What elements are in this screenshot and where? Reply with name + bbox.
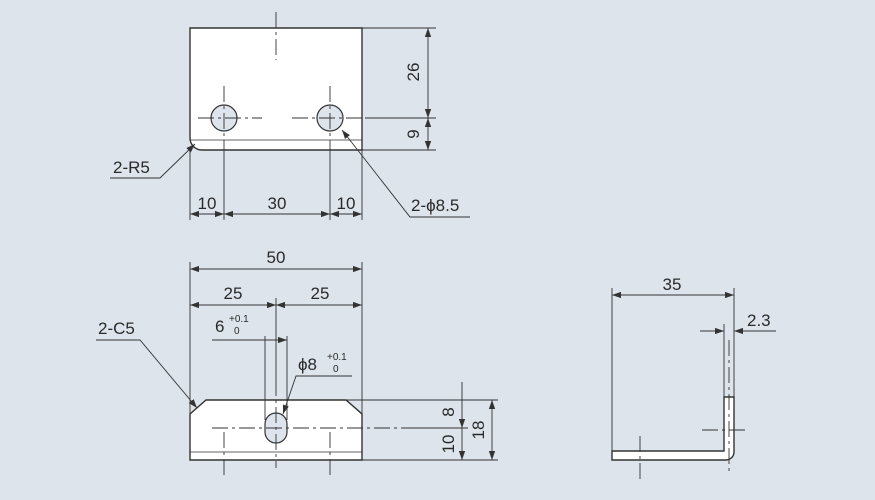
dim-text-25-right: 25 xyxy=(311,284,330,303)
note-r5: 2-R5 xyxy=(113,158,150,177)
front-view: 50 25 25 6 +0.1 0 ϕ8 +0.1 0 2-C5 8 10 18 xyxy=(96,248,498,478)
leader-hole xyxy=(341,129,470,218)
dim-text-18: 18 xyxy=(469,421,488,440)
dim-text-30: 30 xyxy=(268,194,287,213)
leader-r5 xyxy=(110,143,196,179)
dim-text-phi8: ϕ8 xyxy=(298,355,317,374)
leader-c5 xyxy=(96,339,198,409)
tol-slot-upper: +0.1 xyxy=(229,314,249,325)
dim-text-thick: 2.3 xyxy=(747,311,771,330)
note-hole: 2-ϕ8.5 xyxy=(411,196,459,215)
top-view: 26 9 10 30 10 2-R5 2-ϕ8.5 xyxy=(110,12,470,220)
dim-text-50: 50 xyxy=(267,248,286,267)
dim-text-35: 35 xyxy=(663,275,682,294)
dim-text-25-left: 25 xyxy=(224,284,243,303)
side-view: 35 2.3 xyxy=(611,275,776,480)
dim-text-10-left: 10 xyxy=(198,194,217,213)
tol-phi8-upper: +0.1 xyxy=(327,352,347,363)
leader-phi8 xyxy=(282,375,352,415)
dim-text-10-right: 10 xyxy=(337,194,356,213)
dim-text-9: 9 xyxy=(404,129,423,138)
note-c5: 2-C5 xyxy=(98,319,135,338)
dim-text-10: 10 xyxy=(439,435,458,454)
tol-phi8-lower: 0 xyxy=(333,364,339,375)
dim-text-slot: 6 xyxy=(215,317,224,336)
dim-text-8: 8 xyxy=(439,407,458,416)
tol-slot-lower: 0 xyxy=(234,326,240,337)
side-view-profile xyxy=(611,396,735,461)
dim-text-26: 26 xyxy=(404,63,423,82)
